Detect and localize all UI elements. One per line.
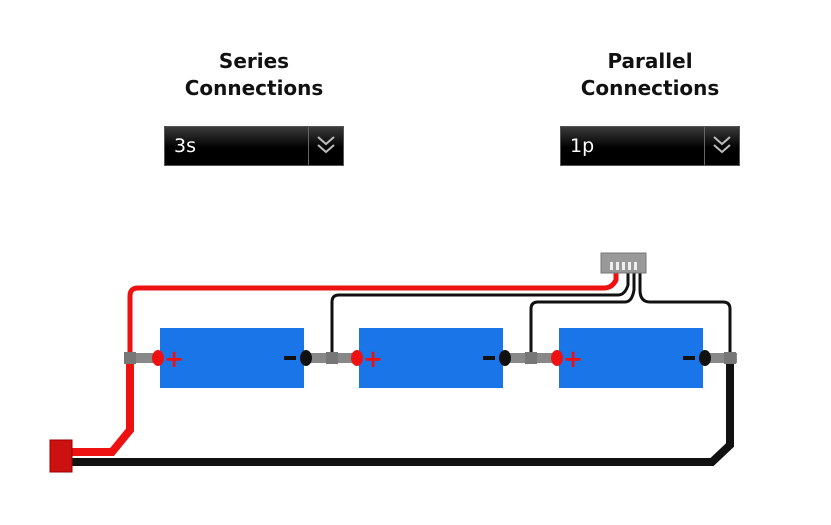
chevron-down-icon[interactable]: [704, 127, 739, 165]
cell-links: [124, 352, 737, 364]
series-select-value: 3s: [174, 135, 196, 157]
parallel-select[interactable]: 1p: [560, 126, 740, 166]
positive-symbol: +: [563, 345, 583, 373]
parallel-control: Parallel Connections 1p: [560, 48, 740, 166]
series-control: Series Connections 3s: [164, 48, 344, 166]
negative-main-wire: [60, 358, 734, 466]
cell-body: [559, 328, 703, 388]
battery-cell-3: +: [551, 328, 711, 388]
negative-terminal: [300, 350, 312, 366]
balance-wire-1: [330, 270, 630, 358]
negative-symbol: [284, 356, 296, 360]
negative-symbol: [683, 356, 695, 360]
cell-body: [160, 328, 304, 388]
negative-terminal: [499, 350, 511, 366]
main-connector: [49, 439, 73, 473]
battery-cell-2: +: [351, 328, 511, 388]
positive-main-wire-thick: [60, 360, 134, 456]
positive-symbol: +: [164, 345, 184, 373]
positive-terminal: [551, 350, 563, 366]
cell-body: [359, 328, 503, 388]
battery-cell-1: +: [152, 328, 312, 388]
balance-wire-2: [529, 270, 636, 358]
positive-main-wire: [60, 270, 619, 455]
positive-symbol: +: [363, 345, 383, 373]
parallel-select-value: 1p: [570, 135, 595, 157]
balance-plug: [600, 252, 647, 274]
negative-terminal: [699, 350, 711, 366]
negative-symbol: [483, 356, 495, 360]
series-connections-label: Series Connections: [184, 49, 324, 100]
positive-terminal: [152, 350, 164, 366]
series-select[interactable]: 3s: [164, 126, 344, 166]
parallel-connections-label: Parallel Connections: [580, 49, 720, 100]
positive-terminal: [351, 350, 363, 366]
balance-lead-wires: [330, 270, 732, 358]
chevron-down-icon[interactable]: [308, 127, 343, 165]
balance-wire-3: [638, 270, 732, 358]
